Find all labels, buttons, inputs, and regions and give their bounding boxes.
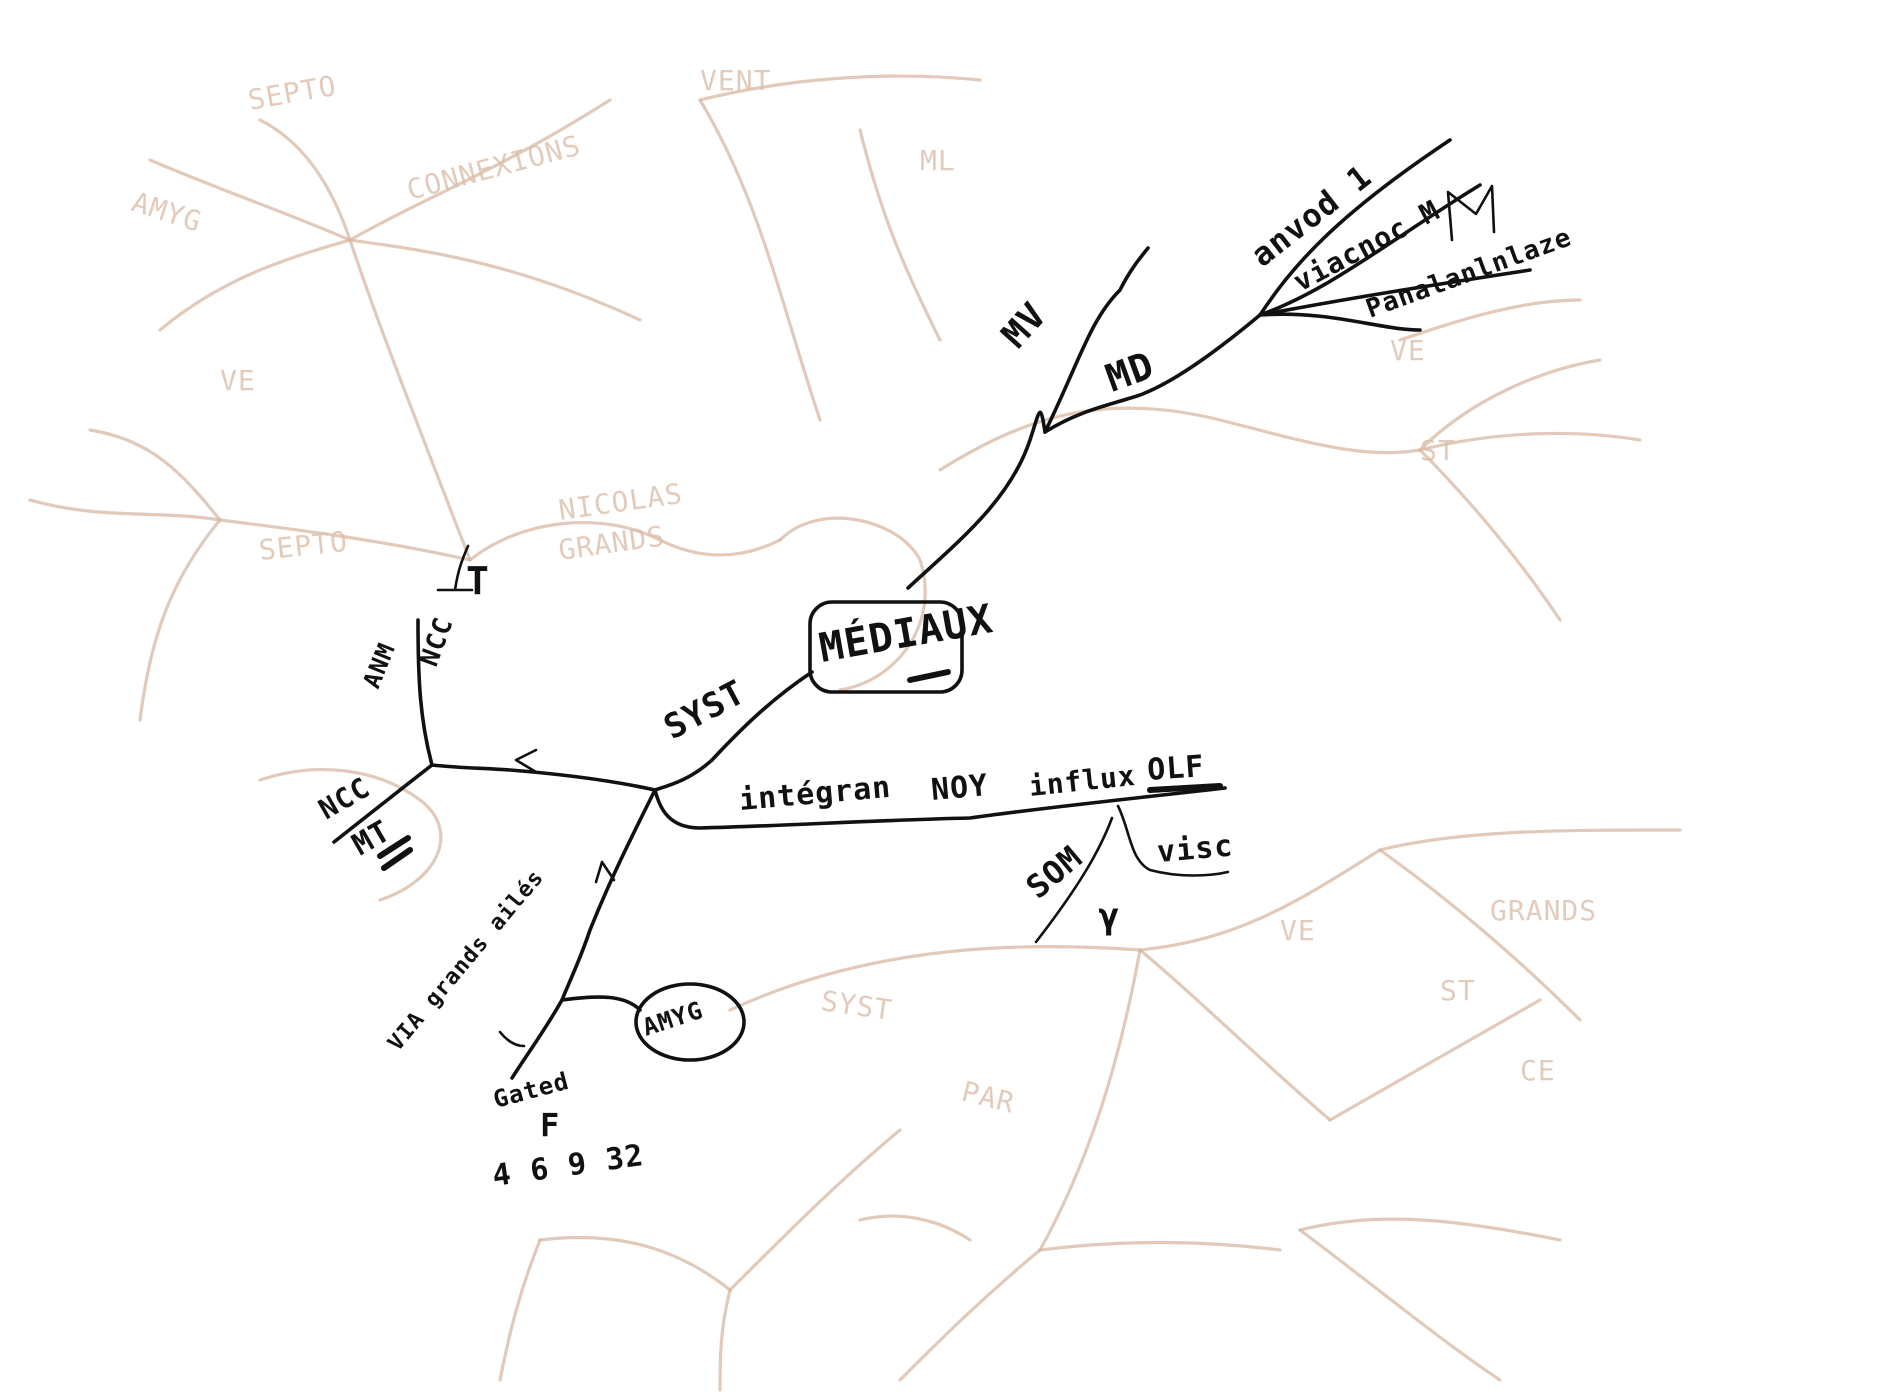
- svg-text:CE: CE: [1520, 1054, 1556, 1087]
- svg-text:SEPTO: SEPTO: [257, 525, 349, 567]
- svg-text:ST: ST: [1420, 434, 1456, 467]
- ncc-upper-label: NCC: [414, 613, 459, 670]
- f-label: F: [540, 1106, 560, 1144]
- gamma-label: γ: [1098, 896, 1121, 937]
- svg-text:VE: VE: [220, 364, 256, 397]
- influx-label: influx: [1027, 759, 1137, 803]
- amyg-label: AMYG: [639, 996, 706, 1042]
- syst-label: SYST: [657, 672, 752, 748]
- svg-text:GRANDS: GRANDS: [1490, 894, 1597, 927]
- via-connector: [498, 1030, 526, 1048]
- branch-md-leaves: anvod 1 viacnoc M Panalanlnlaze: [1244, 138, 1576, 332]
- svg-text:SYST: SYST: [819, 984, 894, 1027]
- via-grands-ailes-label: VIA grands ailés: [383, 865, 549, 1056]
- central-node-box: [808, 600, 964, 694]
- svg-text:CONNEXIONS: CONNEXIONS: [403, 129, 584, 207]
- md-leaf-2-mark: [1446, 184, 1496, 242]
- visc-branch: [1116, 804, 1230, 877]
- numbers-label: 4 6 9 32: [490, 1138, 646, 1194]
- arrow-head-up: [594, 860, 616, 884]
- t-label: T: [466, 559, 490, 603]
- mt-label: MT: [347, 814, 398, 863]
- central-node-label: MÉDIAUX: [815, 594, 996, 672]
- svg-text:SEPTO: SEPTO: [245, 69, 339, 117]
- branch-integrant: intégran NOY influx OLF visc SOM γ: [653, 749, 1235, 944]
- svg-text:ML: ML: [920, 144, 956, 177]
- svg-text:VE: VE: [1390, 334, 1426, 367]
- branch-ncc: T NCC ANM NCC MT: [313, 544, 657, 871]
- svg-text:AMYG: AMYG: [128, 185, 206, 238]
- branch-syst: SYST: [653, 670, 814, 792]
- arrow-head-left: [514, 748, 538, 774]
- svg-text:VENT: VENT: [700, 64, 771, 97]
- olf-label: OLF: [1146, 749, 1205, 788]
- amyg-bubble: [634, 982, 746, 1062]
- integrant-label: intégran: [738, 770, 893, 818]
- svg-text:PAR: PAR: [958, 1075, 1018, 1120]
- svg-text:ST: ST: [1440, 974, 1476, 1007]
- visc-label: visc: [1156, 828, 1235, 870]
- anm-label: ANM: [358, 639, 401, 692]
- svg-text:NICOLAS: NICOLAS: [556, 477, 684, 527]
- central-node: MÉDIAUX: [808, 594, 997, 694]
- bleed-through-layer: SEPTO CONNEXIONS GRANDS NICOLAS SEPTO AM…: [28, 64, 1682, 1392]
- som-branch: [1034, 816, 1114, 944]
- olf-underline: [1147, 783, 1223, 793]
- svg-text:VE: VE: [1280, 914, 1316, 947]
- central-node-underline: [907, 669, 951, 683]
- mv-label: MV: [994, 295, 1055, 356]
- mt-underline: [377, 835, 413, 871]
- noy-label: NOY: [930, 768, 990, 808]
- som-label: SOM: [1019, 838, 1090, 906]
- t-mark: [436, 544, 474, 592]
- svg-text:GRANDS: GRANDS: [556, 519, 667, 567]
